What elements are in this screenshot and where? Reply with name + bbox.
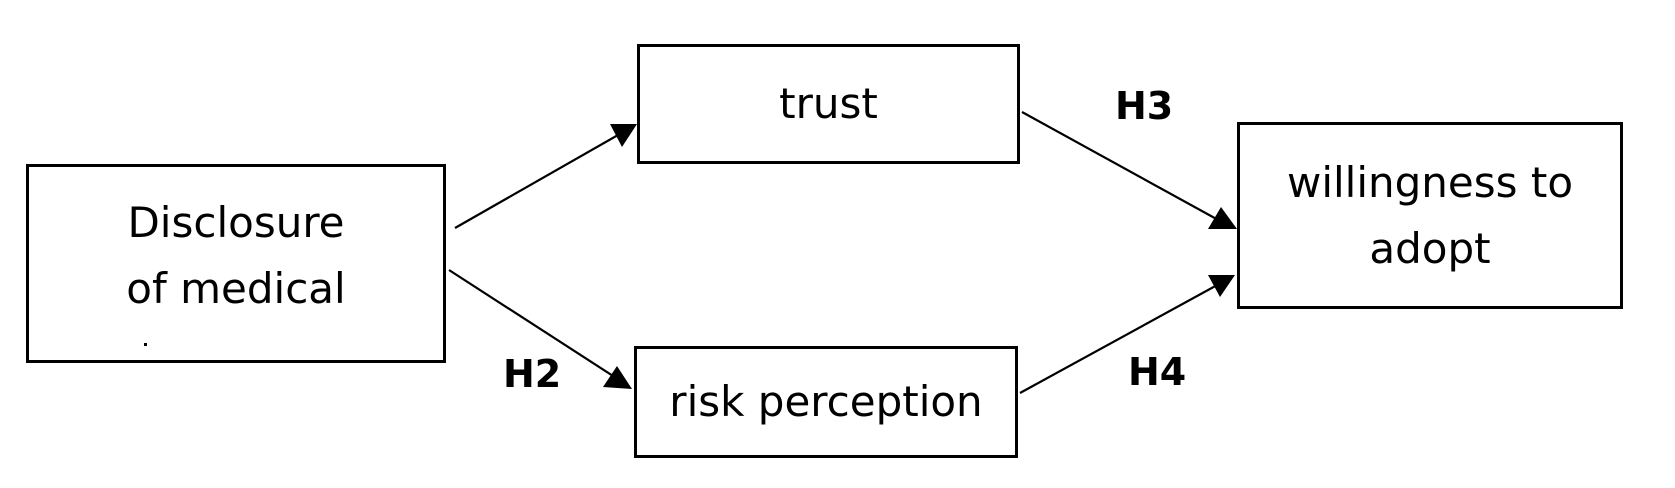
edge-risk-to-willingness (1019, 277, 1231, 394)
arrowhead-willingness-top (1208, 207, 1237, 229)
node-disclosure-label: Disclosure of medical (126, 198, 346, 313)
edge-disclosure-to-risk (448, 269, 628, 386)
hypothesis-label-h2: H2 (503, 352, 562, 396)
arrowhead-trust (610, 124, 637, 147)
node-trust: trust (637, 44, 1020, 164)
edge-disclosure-to-trust (454, 126, 633, 229)
hypothesis-label-h4: H4 (1128, 350, 1187, 394)
node-risk-perception: risk perception (634, 346, 1018, 458)
edge-trust-to-willingness (1021, 111, 1232, 228)
node-willingness-to-adopt: willingness to adopt (1237, 122, 1623, 309)
node-trust-label: trust (779, 79, 878, 129)
node-disclosure-of-medical: Disclosure of medical (26, 164, 446, 363)
stray-dot (144, 343, 147, 346)
node-risk-label: risk perception (669, 377, 983, 427)
arrowhead-risk (603, 366, 632, 389)
arrowhead-willingness-bottom (1208, 275, 1235, 297)
hypothesis-label-h3: H3 (1115, 84, 1174, 128)
node-willingness-label: willingness to adopt (1286, 158, 1574, 273)
